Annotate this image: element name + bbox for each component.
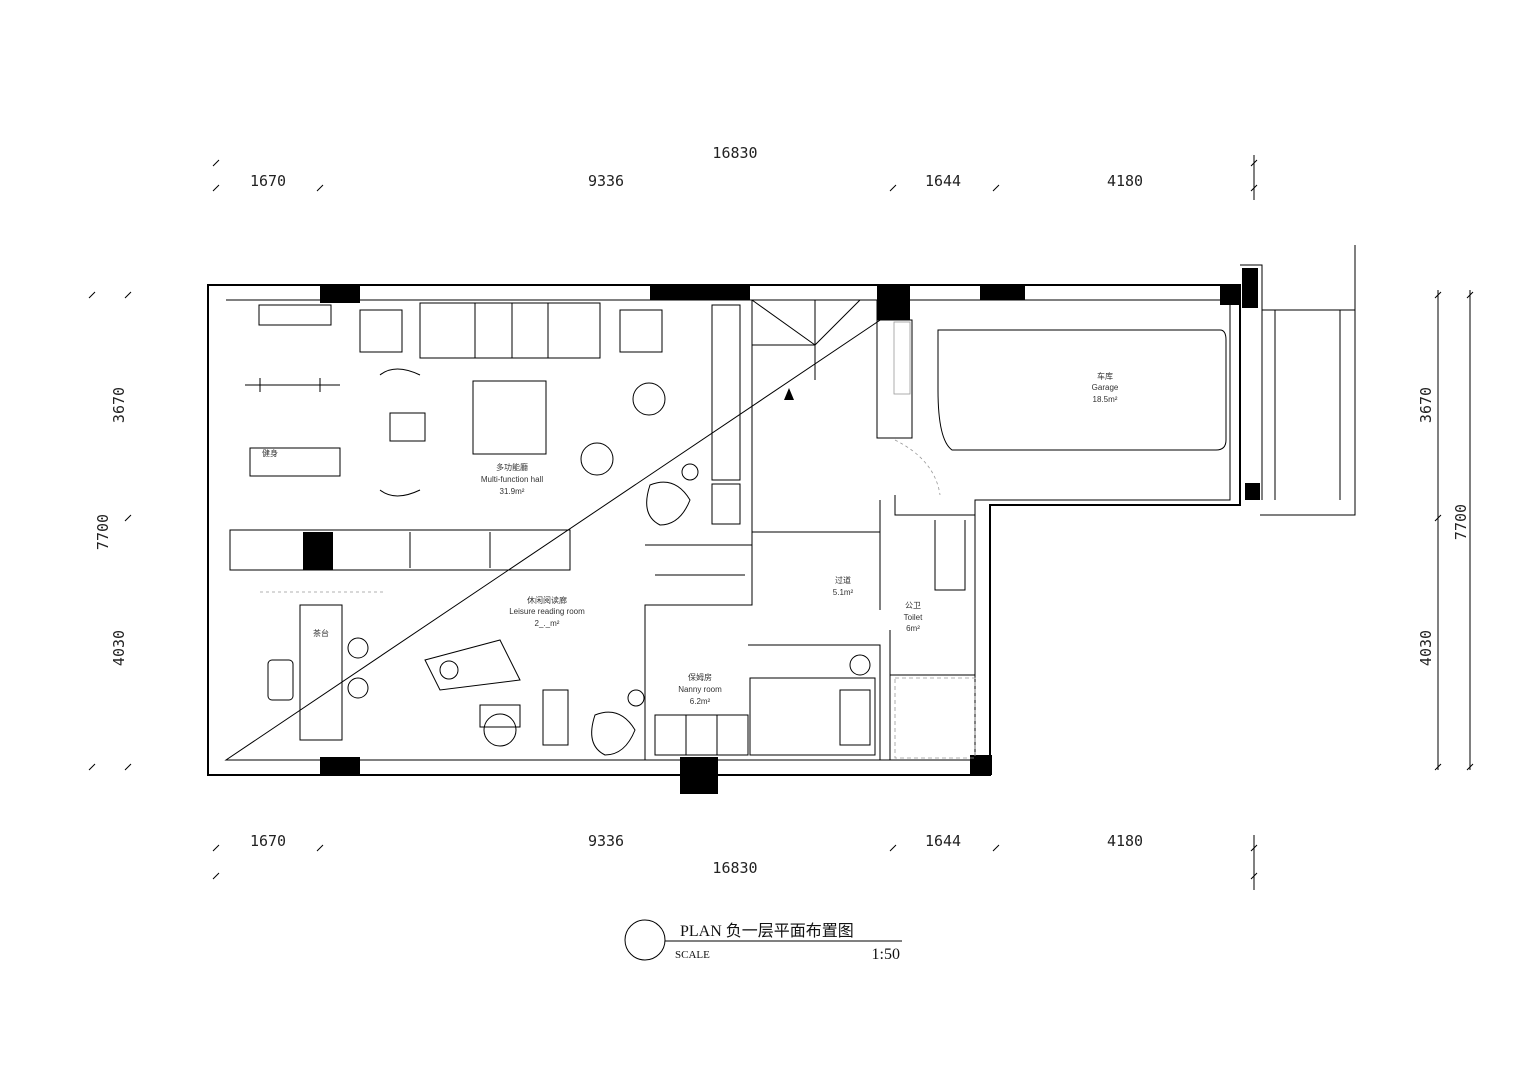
dim-top-total: 16830 bbox=[712, 144, 757, 162]
walls bbox=[207, 245, 1356, 776]
svg-text:Toilet: Toilet bbox=[904, 613, 923, 622]
room-label-corridor: 过道 5.1m² bbox=[833, 575, 854, 597]
dim-top-4: 4180 bbox=[1107, 172, 1143, 190]
svg-text:6.2m²: 6.2m² bbox=[690, 697, 711, 706]
dim-bottom-3: 1644 bbox=[925, 832, 961, 850]
bottom-dimensions: 1670 9336 1644 4180 16830 bbox=[212, 832, 1258, 890]
furniture bbox=[245, 299, 1227, 759]
svg-text:健身: 健身 bbox=[262, 448, 278, 458]
plan-title: PLAN 负一层平面布置图 bbox=[680, 922, 854, 940]
dim-bottom-2: 9336 bbox=[588, 832, 624, 850]
svg-text:Nanny room: Nanny room bbox=[678, 685, 722, 694]
title-block: PLAN 负一层平面布置图 SCALE 1:50 bbox=[624, 919, 902, 963]
dim-bottom-1: 1670 bbox=[250, 832, 286, 850]
svg-text:多功能廳: 多功能廳 bbox=[496, 462, 528, 472]
dim-top-1: 1670 bbox=[250, 172, 286, 190]
dim-left-2: 4030 bbox=[110, 630, 128, 666]
dim-bottom-total: 16830 bbox=[712, 859, 757, 877]
room-label-garage: 车库 Garage 18.5m² bbox=[1092, 371, 1119, 404]
dim-right-total: 7700 bbox=[1452, 504, 1470, 540]
svg-text:公卫: 公卫 bbox=[905, 601, 921, 610]
svg-text:过道: 过道 bbox=[835, 575, 851, 585]
svg-text:5.1m²: 5.1m² bbox=[833, 588, 854, 597]
svg-text:车库: 车库 bbox=[1097, 371, 1113, 381]
right-dimensions: 3670 7700 4030 bbox=[1417, 290, 1474, 771]
scale-value: 1:50 bbox=[872, 946, 900, 963]
svg-text:保姆房: 保姆房 bbox=[688, 672, 712, 682]
room-label-leisure-reading-room: 休闲阅读廊 Leisure reading room 2_._m² bbox=[509, 595, 585, 628]
dim-left-1: 3670 bbox=[110, 387, 128, 423]
svg-text:6m²: 6m² bbox=[906, 624, 920, 633]
svg-text:Leisure reading room: Leisure reading room bbox=[509, 607, 585, 616]
dim-bottom-4: 4180 bbox=[1107, 832, 1143, 850]
room-label-fitness: 健身 bbox=[262, 448, 278, 458]
room-label-nanny-room: 保姆房 Nanny room 6.2m² bbox=[678, 672, 722, 706]
room-label-toilet: 公卫 Toilet 6m² bbox=[904, 601, 923, 633]
svg-text:2_._m²: 2_._m² bbox=[535, 619, 560, 628]
svg-text:茶台: 茶台 bbox=[313, 628, 329, 638]
top-dimensions: 16830 1670 9336 1644 4180 bbox=[212, 144, 1258, 200]
svg-text:18.5m²: 18.5m² bbox=[1093, 395, 1118, 404]
room-label-multi-function-hall: 多功能廳 Multi-function hall 31.9m² bbox=[481, 462, 543, 496]
dim-right-1: 3670 bbox=[1417, 387, 1435, 423]
dim-top-2: 9336 bbox=[588, 172, 624, 190]
room-label-tea-table: 茶台 bbox=[313, 628, 329, 638]
svg-text:Multi-function hall: Multi-function hall bbox=[481, 475, 543, 484]
svg-text:休闲阅读廊: 休闲阅读廊 bbox=[527, 595, 567, 605]
structural-columns bbox=[303, 268, 1260, 794]
scale-label: SCALE bbox=[675, 949, 710, 961]
left-dimensions: 3670 7700 4030 bbox=[88, 291, 132, 771]
title-circle bbox=[624, 919, 666, 961]
svg-text:31.9m²: 31.9m² bbox=[500, 487, 525, 496]
dim-top-3: 1644 bbox=[925, 172, 961, 190]
dim-left-total: 7700 bbox=[94, 514, 112, 550]
dim-right-2: 4030 bbox=[1417, 630, 1435, 666]
svg-text:Garage: Garage bbox=[1092, 383, 1119, 392]
